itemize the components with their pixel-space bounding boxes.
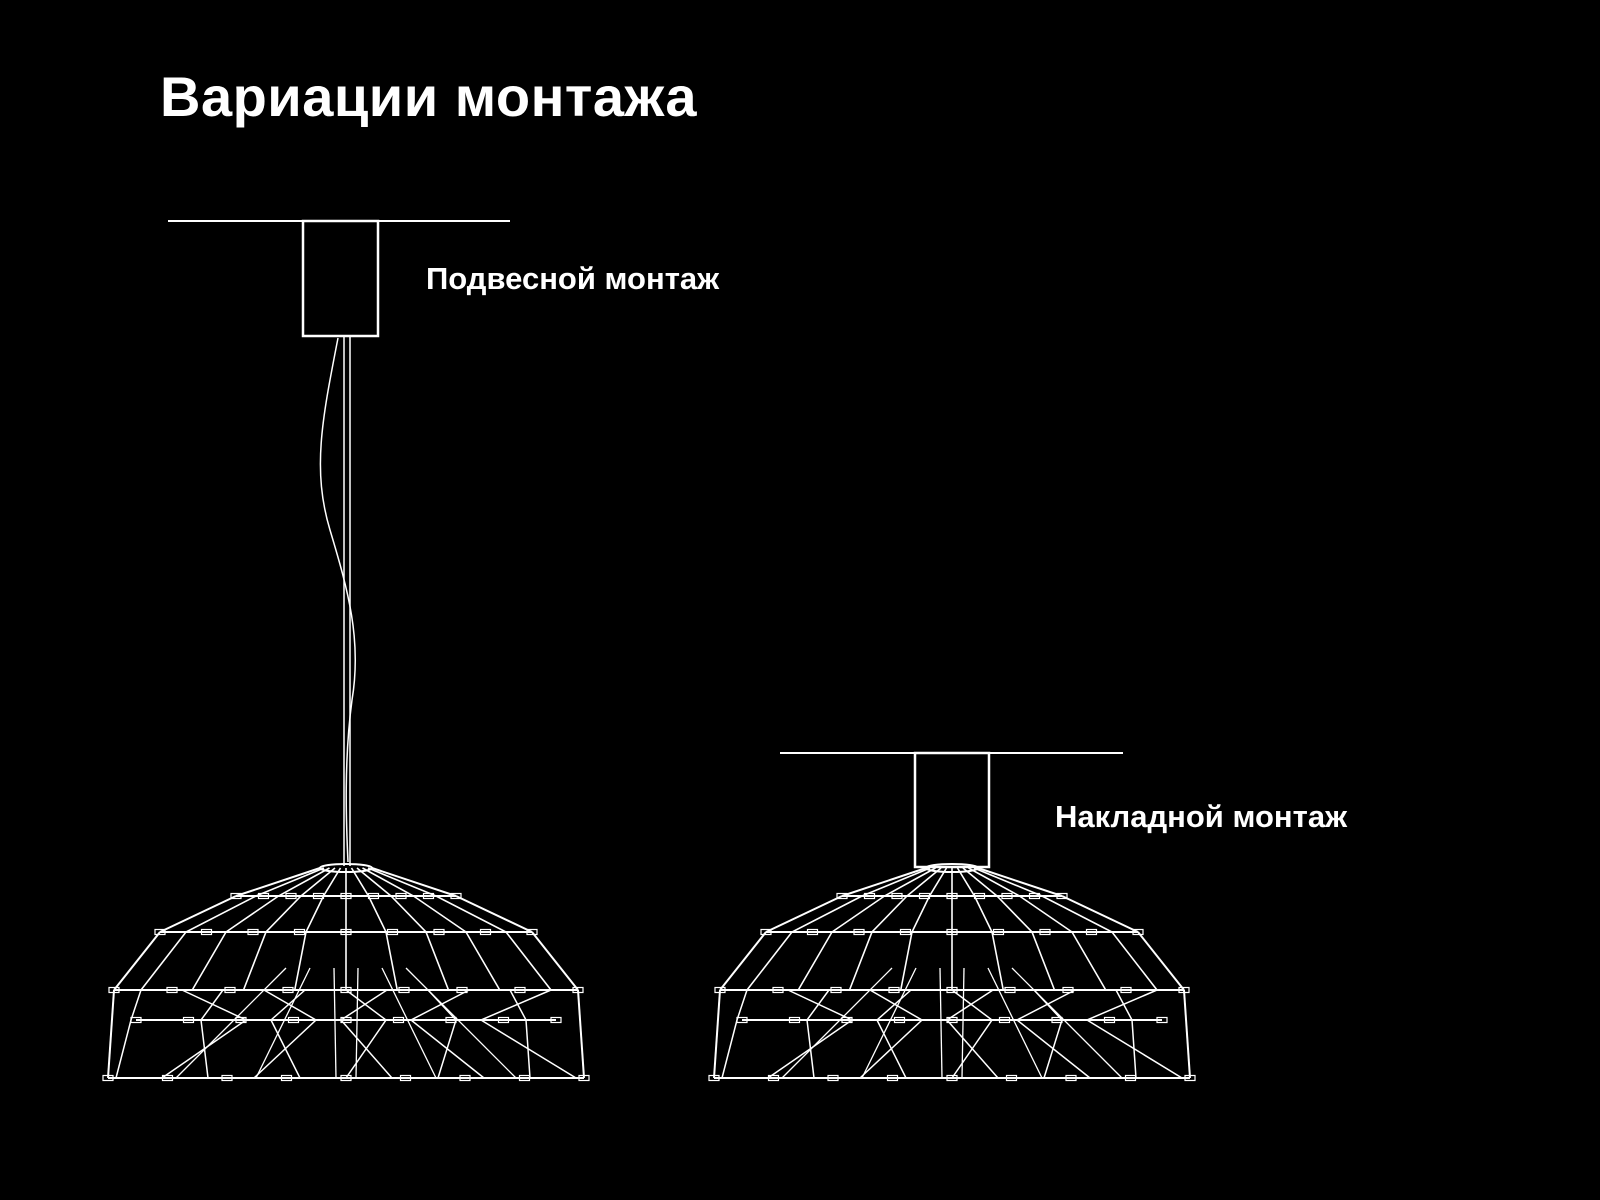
page-title: Вариации монтажа: [160, 65, 698, 128]
pendant-mount-label: Подвесной монтаж: [426, 261, 720, 296]
pendant-power-cord: [319, 337, 357, 863]
surface-canopy: [913, 751, 991, 869]
pendant-canopy: [301, 219, 380, 338]
surface-lampshade: [708, 863, 1196, 1082]
pendant-lampshade: [102, 863, 590, 1082]
surface-mount-label: Накладной монтаж: [1055, 799, 1348, 834]
pendant-mount-drawing: [102, 219, 590, 1082]
surface-mount-drawing: [708, 751, 1196, 1082]
